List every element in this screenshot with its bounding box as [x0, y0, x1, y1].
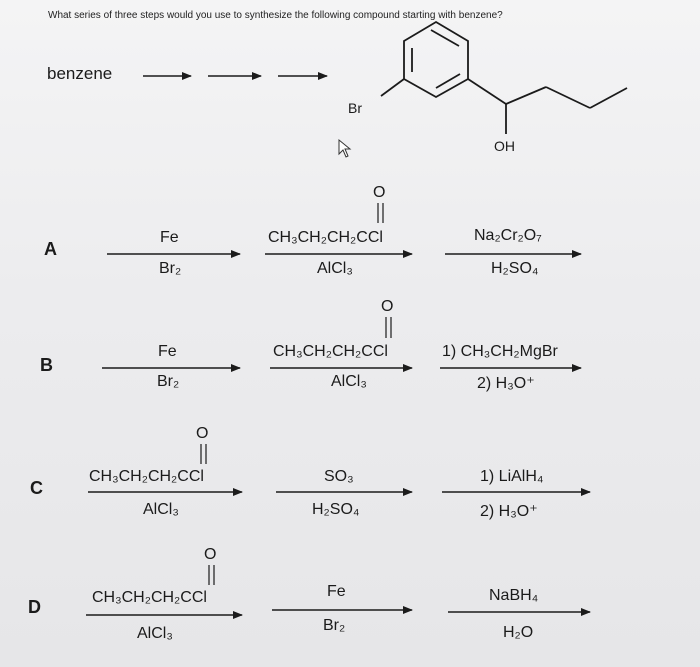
- question-text: What series of three steps would you use…: [48, 10, 503, 21]
- option-a-step3-above: Na₂Cr₂O₇: [474, 227, 542, 244]
- option-a-letter[interactable]: A: [44, 239, 57, 259]
- option-c-step1-carbonyl-o: O: [196, 425, 209, 442]
- option-d-letter[interactable]: D: [28, 597, 41, 617]
- option-a-step2-carbonyl-o: O: [373, 184, 386, 201]
- option-d-step1-above: CH₃CH₂CH₂CCl: [92, 589, 207, 606]
- option-d-step2-above: Fe: [327, 583, 346, 600]
- option-d-step3-below: H₂O: [503, 624, 534, 641]
- mouse-cursor-icon: [338, 138, 352, 158]
- carbonyl-bonds: [200, 203, 392, 585]
- option-a-step2-above: CH₃CH₂CH₂CCl: [268, 229, 383, 246]
- option-d-step1-carbonyl-o: O: [204, 546, 217, 563]
- option-a-step1-above: Fe: [160, 229, 179, 246]
- option-b-step3-below: 2) H₃O⁺: [477, 375, 535, 392]
- option-b-step2-carbonyl-o: O: [381, 298, 394, 315]
- option-c-letter[interactable]: C: [30, 478, 43, 498]
- option-b-step1-above: Fe: [158, 343, 177, 360]
- option-a-step1-below: Br₂: [159, 260, 182, 277]
- target-oh-label: OH: [494, 138, 515, 154]
- option-b-step2-above: CH₃CH₂CH₂CCl: [273, 343, 388, 360]
- target-br-label: Br: [348, 100, 362, 116]
- option-b-letter[interactable]: B: [40, 355, 53, 375]
- option-a-step3-below: H₂SO₄: [491, 260, 539, 277]
- option-a-step2-below: AlCl₃: [317, 260, 353, 277]
- option-c-step1-above: CH₃CH₂CH₂CCl: [89, 468, 204, 485]
- start-benzene-label: benzene: [47, 64, 113, 83]
- option-c-step3-above: 1) LiAlH₄: [480, 468, 544, 485]
- option-b-step1-below: Br₂: [157, 373, 180, 390]
- option-d-step2-below: Br₂: [323, 617, 346, 634]
- option-c-step2-below: H₂SO₄: [312, 501, 360, 518]
- option-c-step1-below: AlCl₃: [143, 501, 179, 518]
- option-d-step3-above: NaBH₄: [489, 587, 539, 604]
- option-b-step2-below: AlCl₃: [331, 373, 367, 390]
- option-d-step1-below: AlCl₃: [137, 625, 173, 642]
- option-b-step3-above: 1) CH₃CH₂MgBr: [442, 343, 558, 360]
- option-c-step2-above: SO₃: [324, 468, 354, 485]
- target-molecule-structure: [380, 20, 628, 134]
- option-c-step3-below: 2) H₃O⁺: [480, 503, 538, 520]
